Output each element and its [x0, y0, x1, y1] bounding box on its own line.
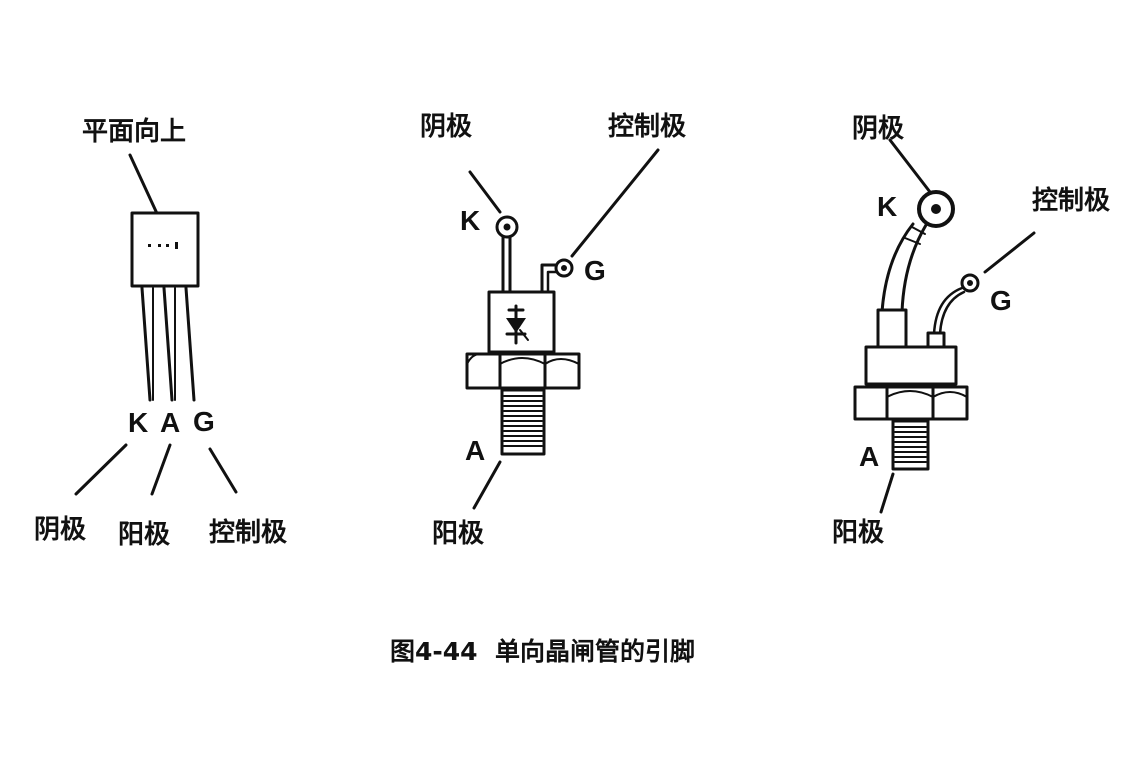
anode-leader [472, 460, 502, 510]
lead-g [184, 286, 196, 402]
gate-leader [570, 148, 660, 258]
device-stud-large: 阴极 K 控制极 G A 阳极 [832, 114, 1111, 548]
gate-name: 控制极 [1032, 186, 1111, 216]
anode-letter: A [465, 435, 485, 466]
anode-letter: A [859, 441, 879, 472]
gate-leader [983, 231, 1036, 274]
orientation-label: 平面向上 [82, 116, 186, 147]
cathode-cable [880, 222, 915, 314]
to92-leads [140, 286, 196, 402]
pin-name-gate: 控制极 [209, 518, 288, 548]
anode-name: 阳极 [432, 519, 485, 549]
lead-a [162, 286, 174, 402]
scr-symbol-icon [505, 304, 529, 345]
pin-letter-g: G [193, 406, 215, 437]
figure-caption: 图4-44 单向晶闸管的引脚 [390, 637, 695, 666]
cathode-post [876, 308, 908, 350]
cathode-name: 阴极 [420, 112, 473, 142]
lead-k [140, 286, 152, 402]
gate-lead [932, 286, 964, 336]
gate-lead [540, 263, 558, 294]
device-to92: 平面向上 K A G 阴极 阳极 控制极 [34, 116, 288, 550]
device-stud-small: 阴极 K 控制极 G A [420, 112, 687, 549]
to92-body [130, 211, 200, 288]
pin-letter-a: A [160, 407, 180, 438]
stud-body [864, 345, 958, 386]
gate-name: 控制极 [608, 112, 687, 142]
pin-name-cathode: 阴极 [34, 515, 87, 545]
cathode-letter: K [460, 205, 480, 236]
cathode-letter: K [877, 191, 897, 222]
pin-name-anode: 阳极 [118, 520, 171, 550]
pin-letter-k: K [128, 407, 148, 438]
anode-leader [879, 472, 895, 514]
hex-nut [853, 385, 969, 421]
cathode-name: 阴极 [852, 114, 905, 144]
cathode-leader [888, 138, 932, 194]
leader-a [150, 443, 172, 496]
orientation-leader [128, 153, 162, 222]
gate-letter: G [584, 255, 606, 286]
leader-k [74, 443, 128, 496]
cathode-leader [468, 170, 502, 214]
gate-letter: G [990, 285, 1012, 316]
anode-name: 阳极 [832, 518, 885, 548]
to92-marking [148, 242, 178, 249]
leader-g [208, 447, 238, 494]
